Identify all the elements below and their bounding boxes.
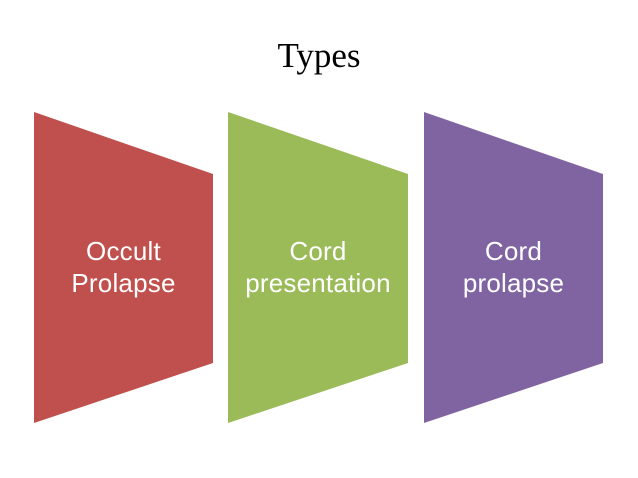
shape-label-line2: Prolapse [71, 267, 176, 298]
shape-label-line1: Cord [484, 235, 543, 266]
slide-title: Types [277, 36, 361, 75]
smartart-shape-occult-prolapse: Occult Prolapse [34, 112, 213, 423]
shape-label-line1: Occult [86, 235, 161, 266]
smartart-shape-cord-presentation: Cord presentation [228, 112, 408, 423]
shape-label-line2: prolapse [462, 267, 565, 298]
smartart-shape-cord-prolapse: Cord prolapse [424, 112, 603, 423]
shape-label-cord-presentation: Cord presentation [245, 236, 391, 299]
shape-label-line2: presentation [245, 267, 391, 298]
shape-label-line1: Cord [289, 235, 347, 266]
shape-label-occult-prolapse: Occult Prolapse [71, 236, 175, 299]
shape-label-cord-prolapse: Cord prolapse [463, 236, 564, 299]
